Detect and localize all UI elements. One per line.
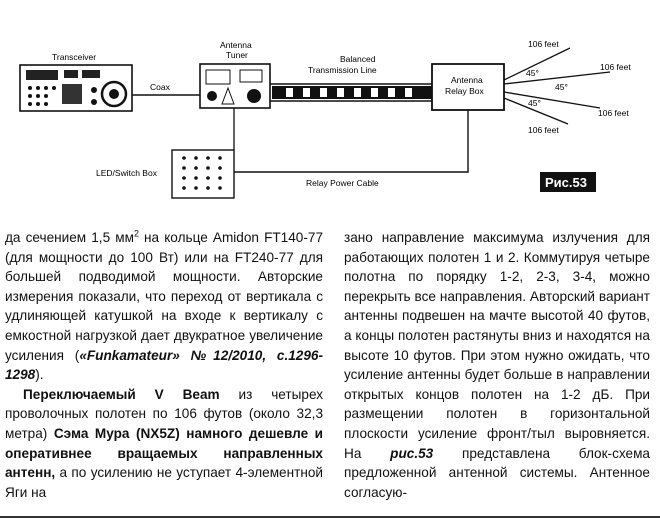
block-diagram-figure: Transceiver Coax Antenna Tuner Balanced … [19, 39, 631, 199]
led-switch-box [171, 149, 235, 199]
tuner-label-line2: Tuner [226, 50, 248, 60]
feet-label-3: 106 feet [598, 108, 629, 118]
antenna-wires [503, 47, 611, 125]
paragraph: да сечением 1,5 мм2 на кольце Amidon FT1… [5, 228, 323, 385]
balanced-label-line1: Balanced [340, 54, 376, 64]
relay-power-cable [234, 110, 469, 173]
balanced-transmission-line [270, 83, 432, 102]
antenna-relay-box: Antenna Relay Box [431, 63, 505, 111]
angle-label-3: 45° [528, 98, 541, 108]
paragraph: Переключаемый V Beam из четырех проволоч… [5, 385, 323, 503]
relay-cable-label: Relay Power Cable [306, 178, 379, 188]
led-box-label: LED/Switch Box [96, 168, 158, 178]
coax-label: Coax [150, 82, 171, 92]
bold-run: Переключаемый V Beam [23, 386, 220, 402]
transceiver-box [19, 64, 133, 112]
feet-label-2: 106 feet [600, 62, 631, 72]
reference: рис.53 [390, 445, 434, 461]
figure-label: Рис.53 [545, 175, 587, 190]
feet-label-1: 106 feet [528, 39, 559, 49]
feet-label-4: 106 feet [528, 125, 559, 135]
text-run: зано направление максимума излучения для… [344, 230, 650, 461]
text-run: на кольце Amidon FT140-77 (для мощности … [5, 230, 323, 363]
figure-label-badge [540, 172, 596, 192]
angle-label-2: 45° [555, 82, 568, 92]
text-run: а по усилению не уступает 4-элементной Я… [5, 465, 323, 500]
relay-box-label-line1: Antenna [451, 75, 483, 85]
reference: «Funkamateur» №12/2010, с.1296-1298 [5, 347, 323, 383]
tuner-label-line1: Antenna [220, 40, 252, 50]
angle-label-1: 45° [526, 68, 539, 78]
text-run: представлена блок-схема предложенной ант… [344, 445, 650, 500]
superscript: 2 [133, 228, 139, 239]
balanced-label-line2: Transmission Line [308, 65, 377, 75]
bottom-rule [0, 516, 660, 518]
paragraph: зано направление максимума излучения для… [344, 228, 650, 502]
bold-run: Сэма Мура (NX5Z) намного дешевле и опера… [5, 425, 324, 481]
text-run: из четырех проволочных полотен по 106 фу… [5, 386, 324, 441]
text-column-left: да сечением 1,5 мм2 на кольце Amidon FT1… [5, 228, 323, 502]
antenna-tuner-box [199, 63, 271, 109]
text-run: ). [35, 367, 44, 383]
text-run: да сечением 1,5 мм [5, 230, 134, 245]
text-column-right: зано направление максимума излучения для… [344, 228, 650, 502]
relay-box-label-line2: Relay Box [445, 86, 484, 96]
transceiver-label: Transceiver [52, 52, 96, 62]
